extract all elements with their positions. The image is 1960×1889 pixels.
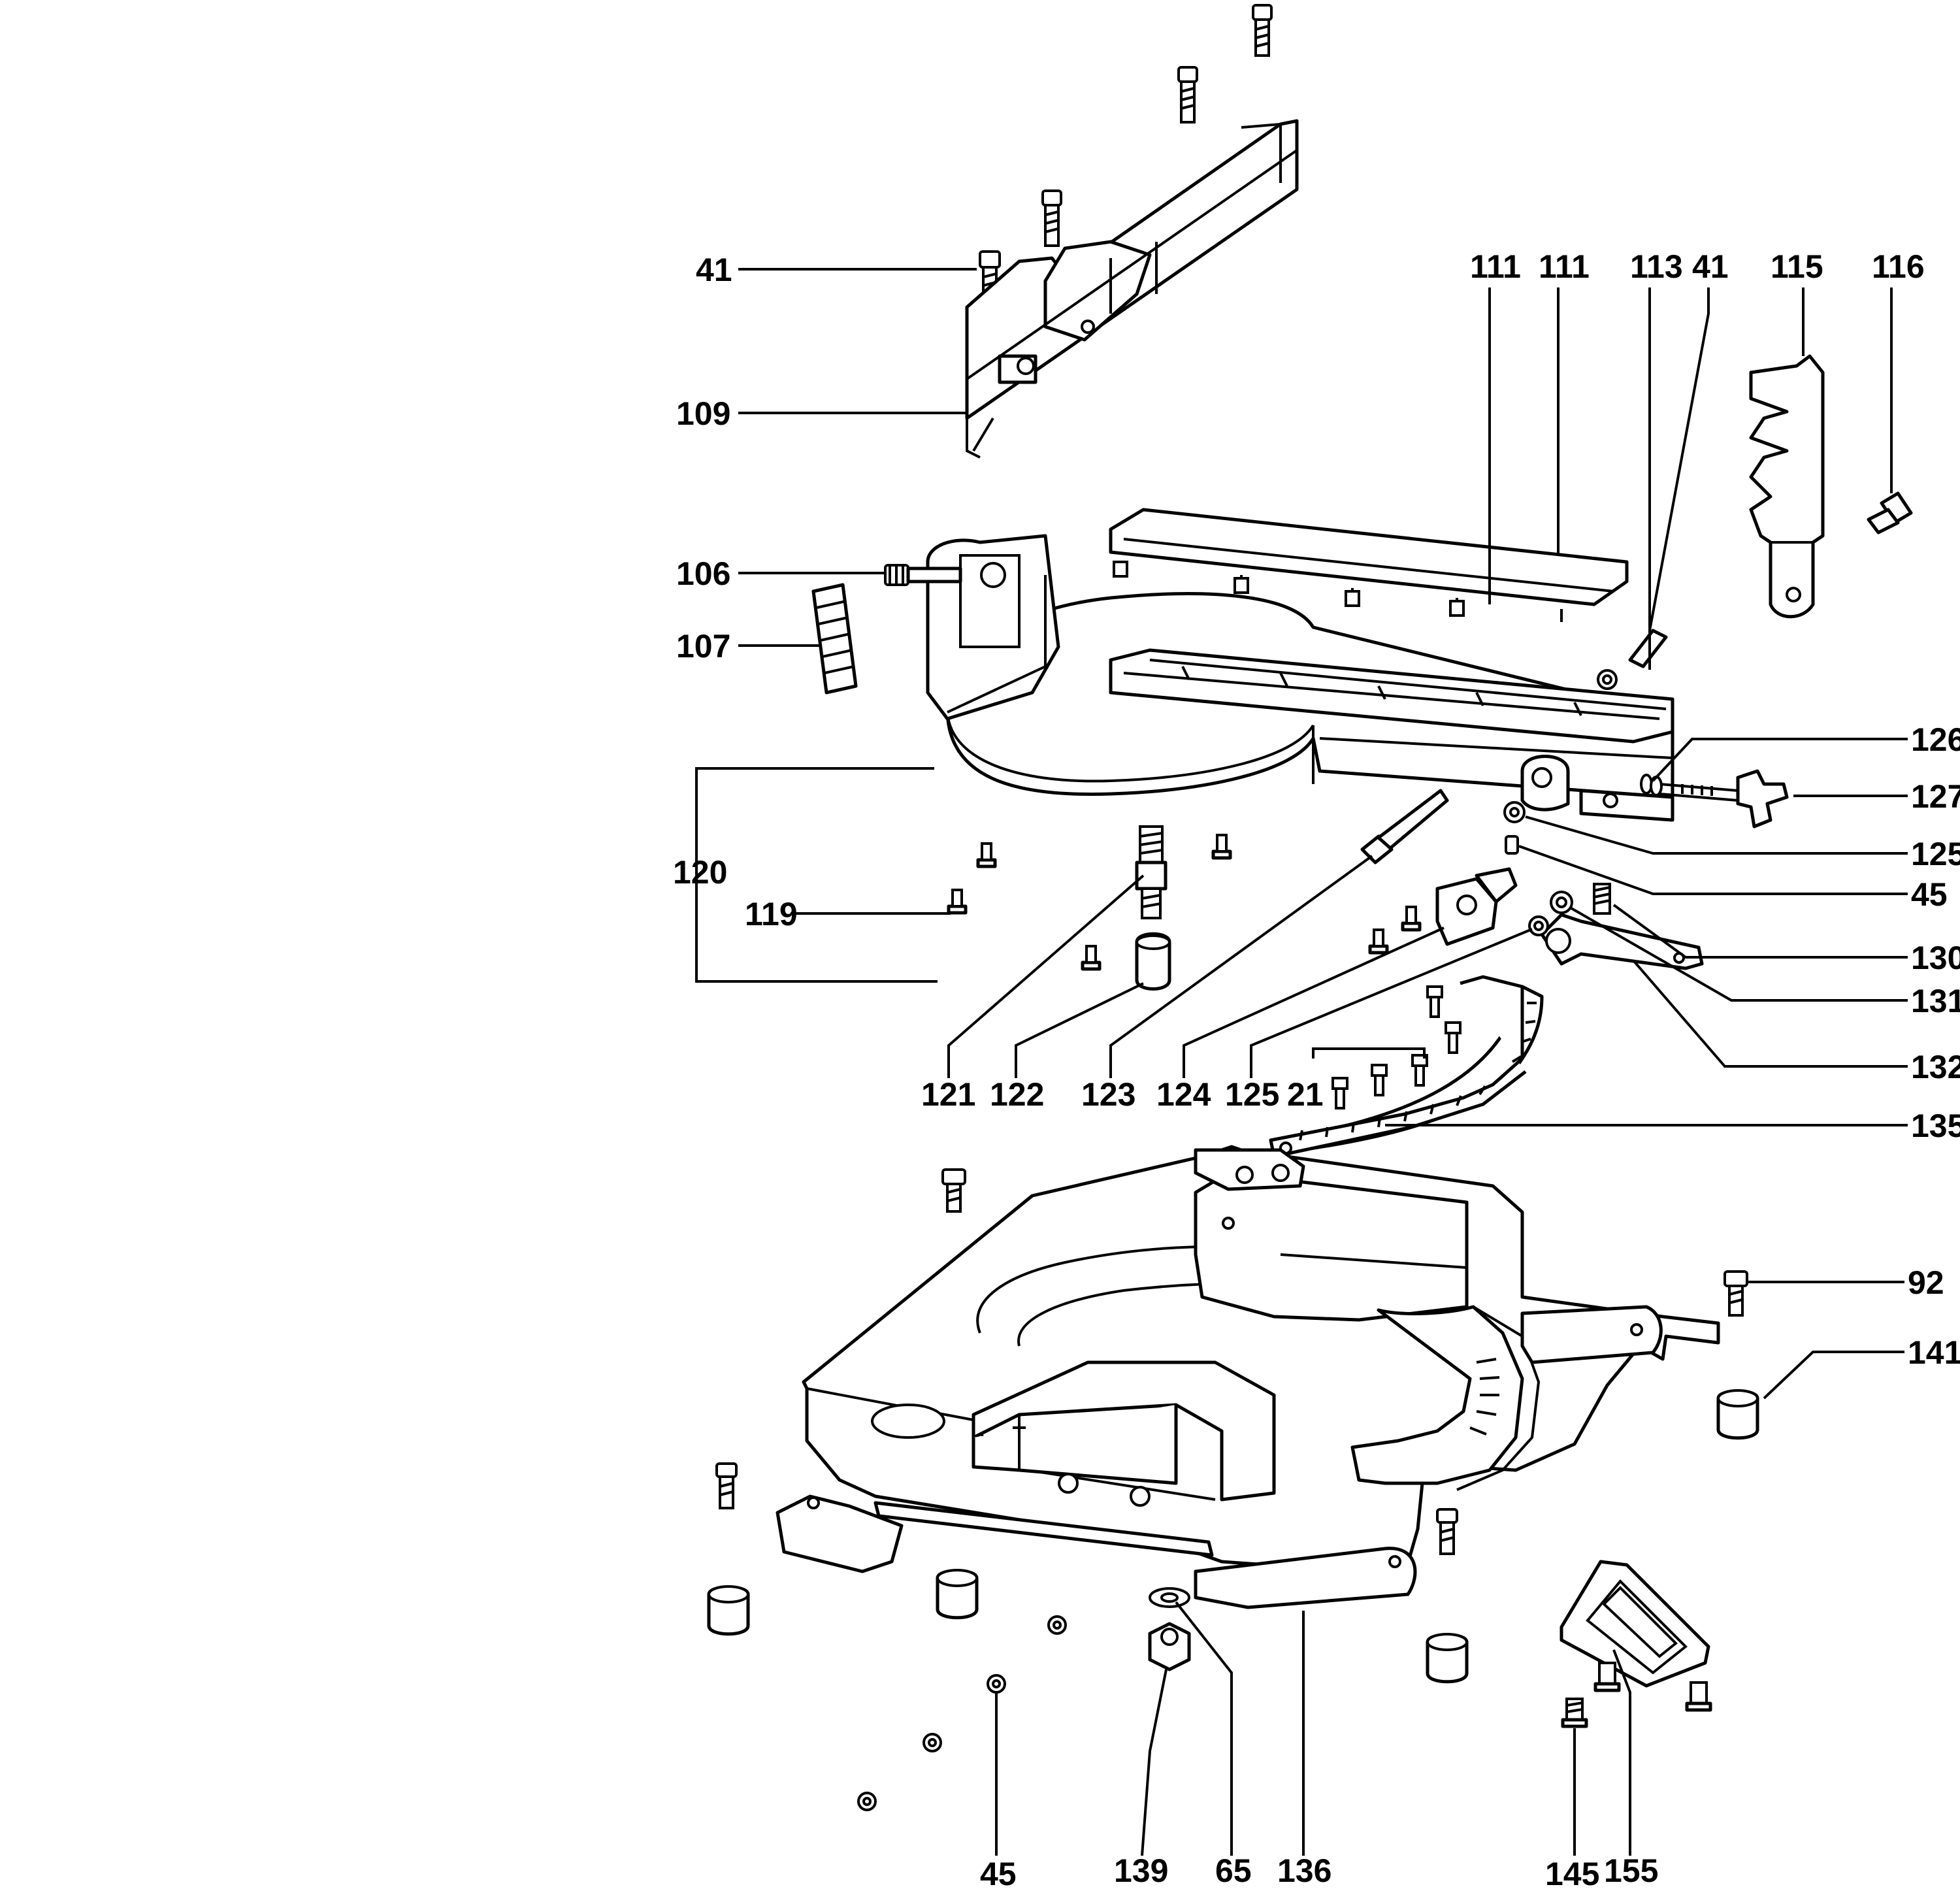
nut-c	[857, 1792, 877, 1811]
nut-a	[1047, 1615, 1067, 1635]
label-106: 106	[676, 555, 730, 592]
label-45-right: 45	[1911, 876, 1948, 913]
screw-21-b	[1445, 1021, 1462, 1054]
base-screw-right	[1436, 1508, 1458, 1555]
label-119: 119	[745, 896, 798, 932]
small-screw-block-a	[1401, 906, 1422, 932]
label-65: 65	[1215, 1852, 1252, 1889]
thumbscrew-116	[1867, 491, 1913, 534]
fence-109	[965, 119, 1299, 459]
fence-screw-lower	[1041, 189, 1062, 247]
label-123: 123	[1081, 1076, 1135, 1113]
bushing-122	[1135, 932, 1171, 991]
lever-132	[1540, 913, 1704, 970]
label-120: 120	[673, 854, 727, 891]
nut-125-upper	[1503, 801, 1526, 823]
block-124	[1435, 867, 1518, 946]
table-120	[926, 534, 1674, 822]
foot-right	[1426, 1633, 1469, 1684]
screw-21-d	[1371, 1064, 1388, 1096]
label-126: 126	[1911, 721, 1960, 758]
label-124: 124	[1156, 1076, 1211, 1113]
label-136: 136	[1277, 1852, 1331, 1889]
screw-155b	[1685, 1681, 1712, 1712]
small-screw-119	[947, 889, 968, 915]
label-109: 109	[676, 395, 730, 432]
spring-130	[1593, 883, 1611, 915]
label-135: 135	[1911, 1108, 1960, 1144]
label-41-right: 41	[1692, 248, 1729, 285]
washer-65	[1149, 1587, 1190, 1608]
washer-131	[1550, 891, 1573, 914]
nut-125-lower	[1528, 915, 1549, 936]
label-111-b: 111	[1539, 248, 1590, 285]
spring-107	[811, 583, 858, 695]
screw-92	[1723, 1270, 1748, 1317]
screw-145	[1561, 1698, 1588, 1728]
label-92: 92	[1908, 1264, 1944, 1301]
washer-126	[1640, 774, 1663, 797]
nut-45	[987, 1674, 1006, 1694]
pin-41	[1628, 629, 1668, 668]
screw-155a	[1593, 1662, 1621, 1692]
label-125-bottom: 125	[1225, 1076, 1279, 1113]
knob-127	[1659, 769, 1789, 829]
plate-155	[1560, 1560, 1710, 1688]
label-115: 115	[1771, 248, 1823, 285]
foot-center	[936, 1569, 979, 1620]
base-136	[776, 1145, 1720, 1609]
nut-139	[1148, 1622, 1191, 1671]
small-screw-mid	[1211, 834, 1232, 860]
label-139: 139	[1114, 1852, 1168, 1889]
foot-141	[1716, 1389, 1759, 1440]
label-111-a: 111	[1470, 248, 1521, 285]
part-labels: 41 109 106 107 120 119 111 111 113 41 11…	[673, 248, 1960, 1889]
bracket-115	[1749, 354, 1825, 619]
small-screw-upper	[976, 842, 997, 868]
base-screw-top	[941, 1168, 966, 1213]
nut-113	[1597, 669, 1618, 690]
bolt-123	[1360, 789, 1449, 864]
small-screw-low	[1081, 945, 1102, 971]
pin-45-upper	[1505, 835, 1519, 855]
label-121: 121	[921, 1076, 975, 1113]
small-screw-block-b	[1368, 928, 1389, 955]
foot-left	[707, 1585, 750, 1636]
label-155: 155	[1604, 1852, 1658, 1889]
label-107: 107	[676, 628, 730, 665]
rail-plate-111	[1109, 508, 1629, 622]
label-116: 116	[1872, 248, 1925, 285]
label-127: 127	[1911, 778, 1960, 815]
label-130: 130	[1911, 940, 1960, 976]
label-41-top: 41	[696, 252, 732, 288]
label-122: 122	[990, 1076, 1044, 1113]
base-screw-left	[715, 1462, 738, 1509]
fence-screw-top	[1252, 4, 1273, 57]
label-21: 21	[1287, 1076, 1324, 1113]
label-125-right: 125	[1911, 836, 1960, 872]
screw-21-e	[1331, 1077, 1348, 1109]
screw-21-a	[1426, 985, 1443, 1018]
fence-screw-middle	[1177, 66, 1198, 123]
label-145: 145	[1545, 1856, 1599, 1889]
leader-lines	[695, 268, 1908, 1856]
post-121	[1135, 825, 1168, 919]
label-132: 132	[1911, 1049, 1960, 1085]
label-131: 131	[1911, 983, 1960, 1019]
screw-21-c	[1411, 1054, 1428, 1087]
rod-106	[884, 564, 962, 586]
miter-scale-135	[1269, 975, 1544, 1158]
label-141: 141	[1908, 1334, 1960, 1371]
label-45-bottom: 45	[980, 1856, 1017, 1889]
label-113: 113	[1630, 248, 1683, 285]
nut-b	[923, 1733, 942, 1752]
